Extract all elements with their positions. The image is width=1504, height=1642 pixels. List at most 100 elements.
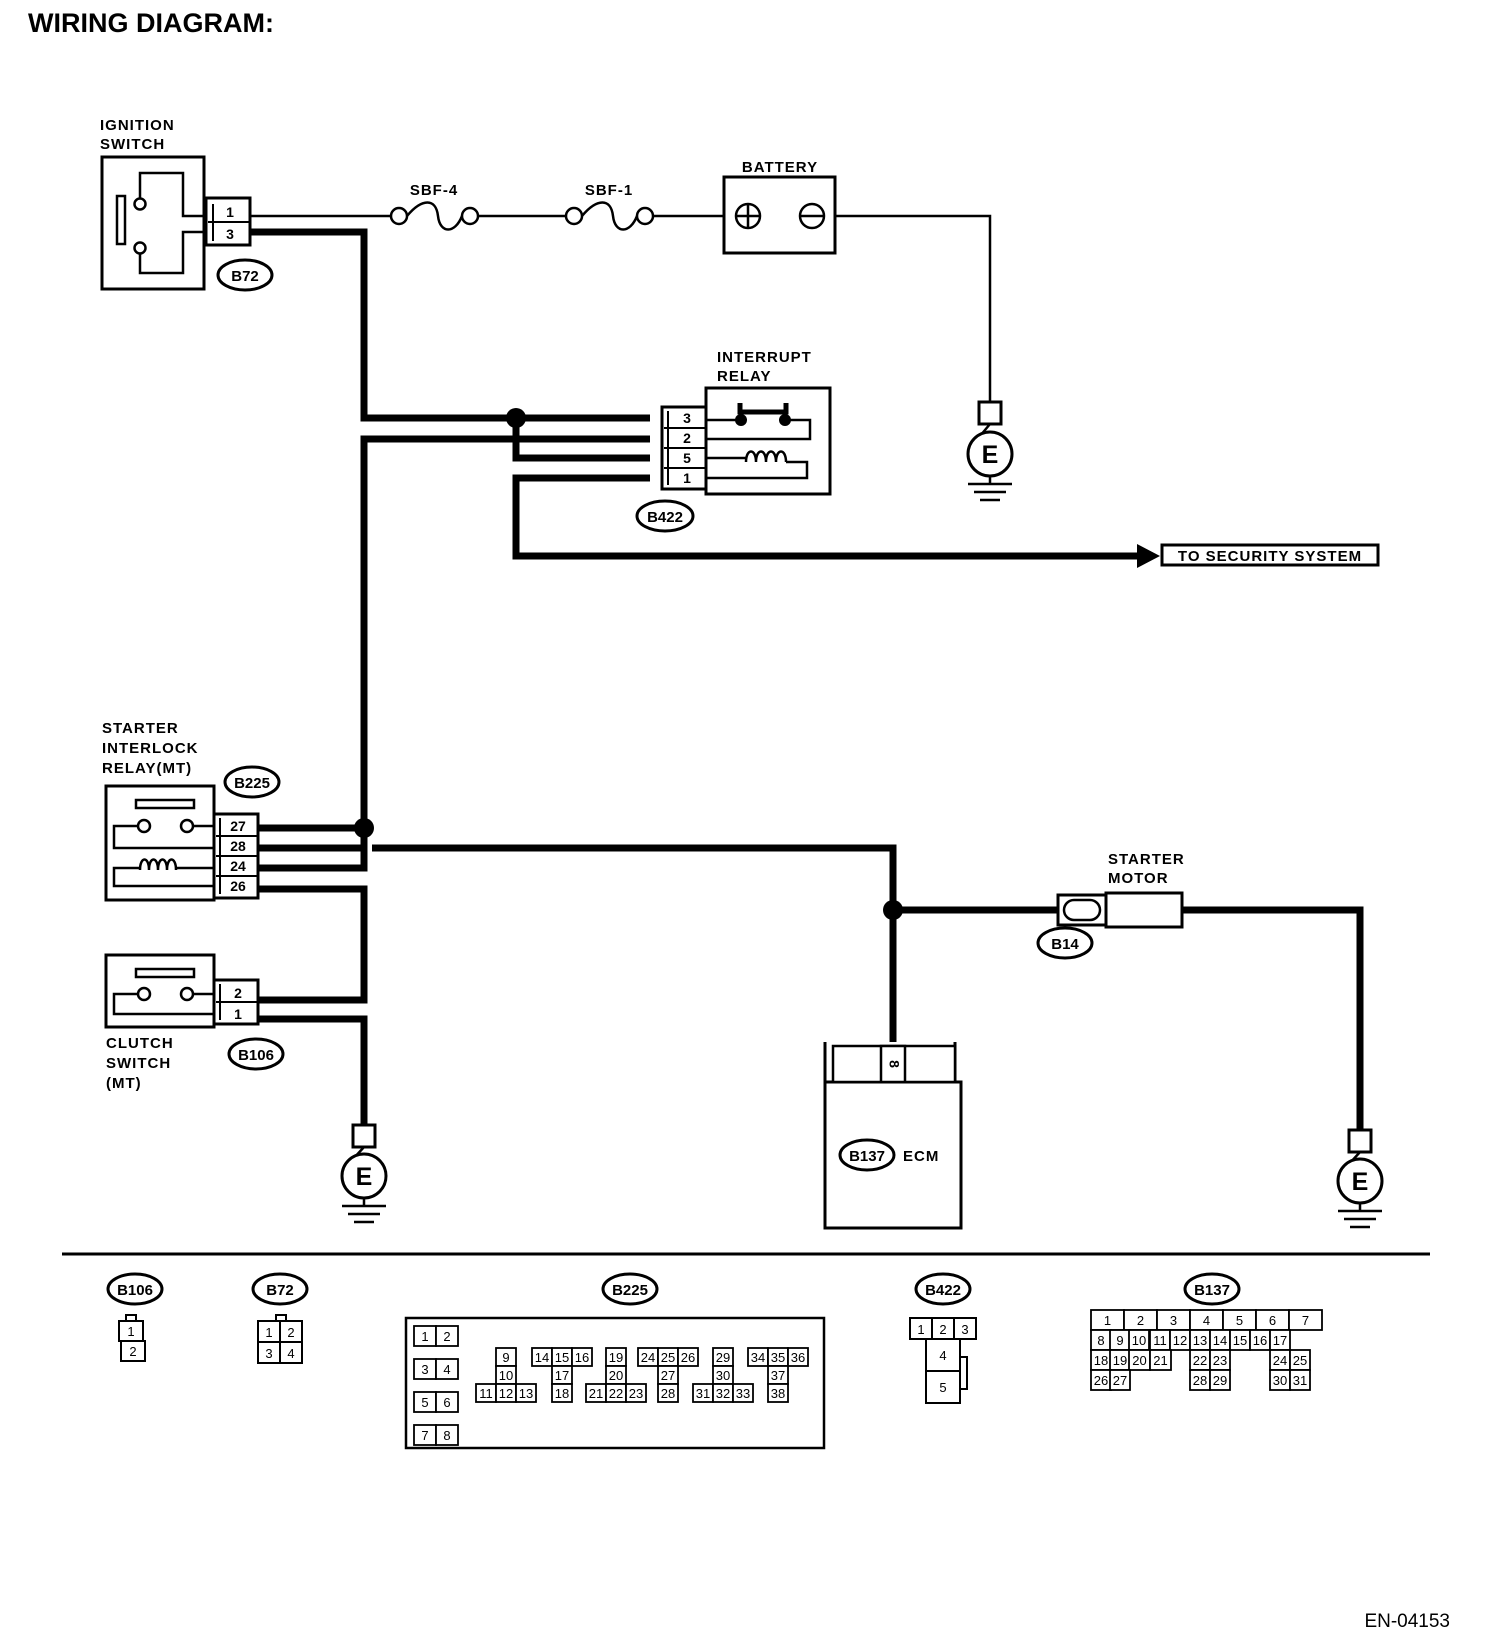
starter-interlock-relay-body [104,784,216,902]
security-system-pointer: TO SECURITY SYSTEM [1137,543,1380,568]
arrow-right-icon [1137,544,1160,568]
starter-motor-body [1104,891,1184,929]
b225-face-pin: 17 [555,1368,569,1383]
b137-face-pin: 10 [1132,1333,1146,1348]
b225-face-pin: 37 [771,1368,785,1383]
b137-face-pin-cell [1288,1309,1323,1331]
b225-face-pin-cell [571,1347,593,1367]
thin-wires [250,214,992,404]
ecm-label: ECM [903,1148,939,1165]
b225-face-pin: 24 [641,1350,655,1365]
b137-face-pin: 11 [1153,1333,1167,1348]
b422-face-pin: 4 [939,1348,946,1363]
b225-face-pin: 23 [629,1386,643,1401]
connector-badge-b422: B422 [635,499,695,533]
b225-face-pin: 19 [609,1350,623,1365]
b137-face-pin: 20 [1132,1353,1146,1368]
ground-label: E [982,441,999,469]
b225-face-pin-cell [435,1424,459,1446]
b225-face-pin: 22 [609,1386,623,1401]
b72-pin-3: 3 [226,226,234,242]
b225-face-pin-cell [435,1325,459,1347]
ground-label: E [356,1163,373,1191]
b137-face-pin-cell [1109,1369,1131,1391]
b225-face-pin: 1 [421,1329,428,1344]
figure-id: EN-04153 [1364,1611,1450,1632]
connector-label-b14: B14 [1051,936,1079,953]
wire-relay-1-to-security [512,474,1150,560]
connector-label-b137: B137 [849,1148,885,1165]
b225-face-pin-cell [787,1347,809,1367]
b225-face-pin: 36 [791,1350,805,1365]
b137-face-pin: 30 [1273,1373,1287,1388]
b225-face-pin-cell [677,1347,699,1367]
fuse-sbf4-label: SBF-4 [410,182,458,199]
b422-pin-block: 3 2 5 1 [660,405,708,491]
b225-face-pin-cell [435,1358,459,1380]
b137-face-pin: 19 [1113,1353,1127,1368]
b225-pin-block: 27 28 24 26 [212,812,260,900]
b225-face-pin-cell [657,1383,679,1403]
b106-face-pin: 1 [127,1324,134,1339]
wire-relay-interlock-feed [360,435,650,828]
b72-face-pin: 1 [265,1325,272,1340]
b225-face-pin-cell [435,1391,459,1413]
ground-starter: E [1336,1128,1384,1229]
ignition-switch-body [100,155,206,291]
connector-label-b72: B72 [231,268,259,285]
b72-face-pin: 2 [287,1325,294,1340]
b225-face-pin: 14 [535,1350,549,1365]
wire-clutch-1-to-ground [258,1015,368,1128]
b422-face-pin: 2 [939,1322,946,1337]
b225-face-pin: 29 [716,1350,730,1365]
b422-pin-5: 5 [683,450,691,466]
b225-face-pin: 12 [499,1386,513,1401]
junction-dot [506,408,526,428]
b225-face-pin: 8 [443,1428,450,1443]
junction-dots [354,408,903,920]
b137-face-pin-cell [1289,1369,1311,1391]
connector-label-b225: B225 [612,1282,648,1299]
ignition-switch-terminal-1 [133,197,147,211]
wire-b225-24-return [258,828,368,872]
b137-face-pin: 2 [1137,1313,1144,1328]
b422-face-pin: 5 [939,1380,946,1395]
b225-face-pin: 33 [736,1386,750,1401]
b137-face-pin: 14 [1213,1333,1227,1348]
b225-face-pin: 9 [502,1350,509,1365]
b225-pin-26: 26 [230,878,246,894]
b137-face-pin: 13 [1193,1333,1207,1348]
connector-label-b137: B137 [1194,1282,1230,1299]
b225-face-pin: 15 [555,1350,569,1365]
wiring-harness [250,228,1364,1133]
b106-face-pin: 2 [129,1344,136,1359]
b422-pin-3: 3 [683,410,691,426]
b225-face-pin: 31 [696,1386,710,1401]
b137-face-pin: 21 [1153,1353,1167,1368]
ecm: 8 B137 ECM [823,1042,963,1230]
b225-face-pin: 3 [421,1362,428,1377]
b225-face-pin: 6 [443,1395,450,1410]
ignition-switch-contact [115,194,127,246]
b225-pin-27: 27 [230,818,246,834]
connector-label-b422: B422 [925,1282,961,1299]
ground-clutch: E [340,1123,388,1224]
b137-face-pin-cell [1149,1349,1172,1371]
b225-face-pin-cell [551,1383,573,1403]
b106-pin-2: 2 [234,985,242,1001]
b225-pin-24: 24 [230,858,246,874]
ignition-switch-terminal-3 [133,241,147,255]
b225-face-pin: 28 [661,1386,675,1401]
